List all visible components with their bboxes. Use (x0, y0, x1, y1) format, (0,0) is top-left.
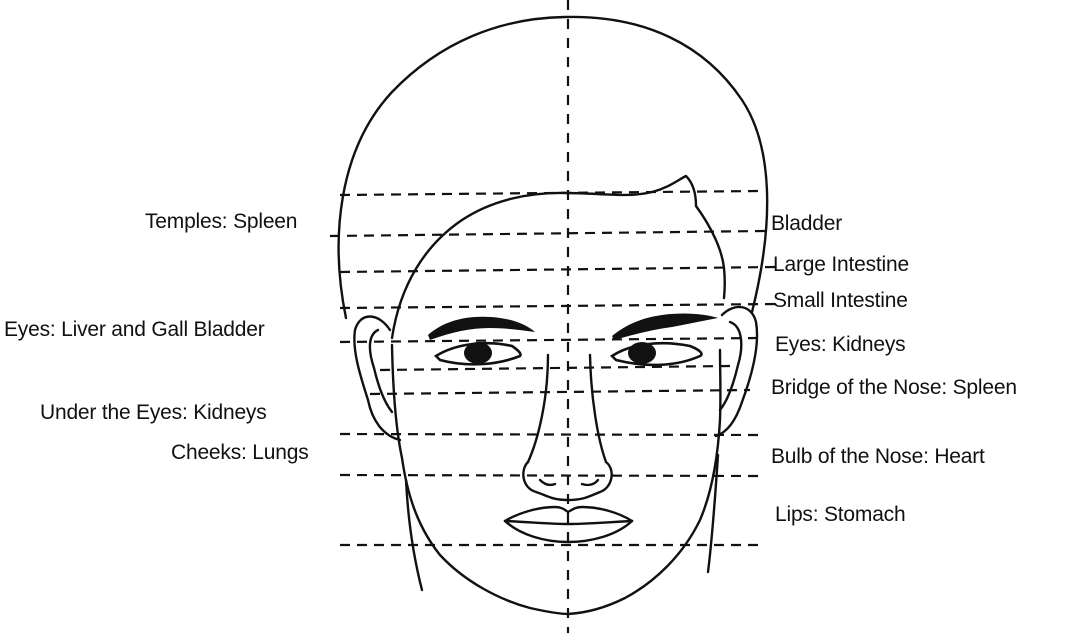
zone-line-7 (370, 390, 750, 394)
right-iris (628, 342, 656, 364)
neck-left (406, 480, 422, 590)
label-small-intestine: Small Intestine (773, 290, 908, 311)
zone-line-8 (340, 434, 760, 435)
face-outline (392, 345, 720, 614)
label-bladder: Bladder (771, 213, 842, 234)
zone-line-9 (340, 475, 760, 476)
label-eyes-liver-gall-bladder: Eyes: Liver and Gall Bladder (4, 319, 265, 340)
nose-bridge-left (528, 355, 548, 462)
label-cheeks-lungs: Cheeks: Lungs (171, 442, 309, 463)
zone-line-6 (380, 366, 730, 370)
label-eyes-kidneys: Eyes: Kidneys (775, 334, 905, 355)
nostril-right (582, 480, 598, 485)
zone-line-4 (340, 304, 775, 308)
hairline-right (566, 176, 725, 298)
eyebrows (428, 314, 718, 340)
nose-bridge-right (590, 355, 606, 462)
label-bridge-of-nose-spleen: Bridge of the Nose: Spleen (771, 377, 1017, 398)
left-iris (464, 342, 492, 364)
zone-line-2 (330, 231, 765, 236)
label-large-intestine: Large Intestine (773, 254, 909, 275)
label-lips-stomach: Lips: Stomach (775, 504, 905, 525)
label-bulb-of-nose-heart: Bulb of the Nose: Heart (771, 446, 985, 467)
label-temples-spleen: Temples: Spleen (145, 211, 297, 232)
nostril-left (540, 480, 555, 485)
hair-outline (339, 17, 768, 318)
right-eye-outline (612, 343, 702, 365)
left-eyebrow (428, 317, 535, 340)
right-eyebrow (612, 314, 718, 340)
zone-lines (330, 191, 775, 545)
zone-line-5 (340, 338, 760, 342)
zone-line-3 (340, 267, 775, 272)
hairline-left (392, 193, 566, 338)
label-under-eyes-kidneys: Under the Eyes: Kidneys (40, 402, 267, 423)
